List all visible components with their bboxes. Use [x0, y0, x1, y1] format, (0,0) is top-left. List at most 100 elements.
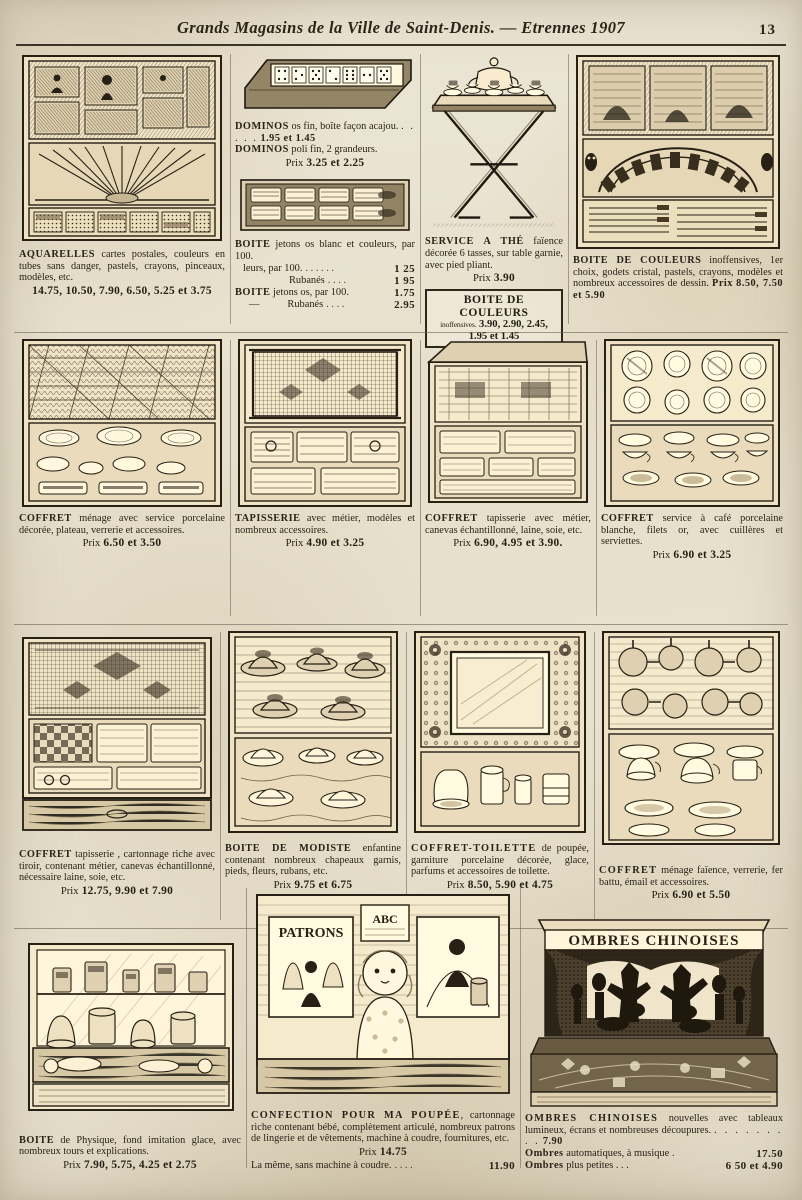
jetons-head-2: BOITE — [235, 286, 271, 298]
ombres-line2-text: automatiques, à musique . — [563, 1148, 675, 1159]
boite-physique-prices: 7.90, 5.75, 4.25 et 2.75 — [83, 1159, 197, 1171]
framed-heading: BOITE DE COULEURS — [459, 293, 529, 320]
product-coffret-cafe[interactable]: COFFRET service à café porcelaine blanch… — [596, 336, 788, 620]
header-title: Grands Magasins de la Ville de Saint-Den… — [176, 18, 626, 37]
service-the-price-label: Prix — [473, 273, 491, 285]
boite-modiste-heading: BOITE DE MODISTE — [225, 843, 352, 854]
product-aquarelles[interactable]: AQUARELLES cartes postales, couleurs en … — [14, 50, 230, 328]
row-divider — [14, 332, 788, 333]
dominos-caption: DOMINOS os fin, boîte façon acajou. . . … — [235, 121, 416, 169]
product-service-the[interactable]: SERVICE A THÉ faïence décorée 6 tasses, … — [420, 50, 568, 349]
product-coffret-menage[interactable]: COFFRET ménage avec service porcelaine d… — [14, 336, 230, 620]
dominos-body-1: os fin, boîte façon acajou. — [288, 121, 399, 132]
page-number: 13 — [759, 22, 776, 38]
ombres-line3-price: 6 50 et 4.90 — [725, 1160, 783, 1172]
coffret-menage-caption: COFFRET ménage avec service porcelaine d… — [19, 513, 225, 550]
service-the-illustration — [425, 50, 563, 233]
jetons-row: — Rubanés . . . . 2.95 — [235, 299, 415, 311]
product-row-1: AQUARELLES cartes postales, couleurs en … — [14, 50, 788, 349]
aquarelles-prices: 14.75, 10.50, 7.90, 6.50, 5.25 et 3.75 — [32, 284, 212, 297]
coffret-menage-prices: 6.50 et 3.50 — [103, 537, 162, 550]
product-row-3: COFFRET tapisserie , cartonnage riche av… — [14, 628, 788, 924]
product-boite-modiste[interactable]: BOITE DE MODISTE enfantine contenant nom… — [220, 628, 406, 924]
jetons-price-3: 2.95 — [394, 298, 415, 311]
coffret-cafe-illustration — [601, 336, 783, 510]
boite-couleurs-illustration — [573, 50, 783, 252]
product-row-2: COFFRET ménage avec service porcelaine d… — [14, 336, 788, 620]
ombres-chinoises-price-main: 7.90 — [542, 1136, 563, 1148]
service-the-price: 3.90 — [493, 272, 515, 285]
abc-sign-text: ABC — [372, 912, 397, 926]
row-divider — [14, 624, 788, 625]
ombres-line2-label: Ombres — [525, 1148, 564, 1159]
coffret-tapisserie-prices: 6.90, 4.95 et 3.90. — [474, 537, 563, 550]
jetons-head-3: — — [249, 298, 260, 310]
product-boite-physique[interactable]: BOITE de Physique, fond imitation glace,… — [14, 884, 246, 1172]
coffret-menage-heading: COFFRET — [19, 513, 72, 524]
aquarelles-heading: AQUARELLES — [19, 249, 95, 260]
product-coffret-toilette[interactable]: COFFRET-TOILETTE de poupée, garniture po… — [406, 628, 594, 924]
ombres-chinoises-caption: OMBRES CHINOISES nouvelles avec tableaux… — [525, 1113, 783, 1172]
jetons-text-2: jetons os, par 100. — [270, 286, 349, 298]
coffret-tapisserie-heading: COFFRET — [425, 513, 478, 524]
jetons-price-1: 1 95 — [394, 274, 415, 287]
jetons-head-0: BOITE — [235, 238, 271, 250]
confection-poupee-alt-label: La même, sans machine à coudre. — [251, 1160, 392, 1171]
boite-modiste-illustration — [225, 628, 401, 840]
service-the-caption: SERVICE A THÉ faïence décorée 6 tasses, … — [425, 236, 563, 285]
ombres-petites-row: Ombres plus petites . . . 6 50 et 4.90 — [525, 1160, 783, 1172]
ombres-chinoises-illustration: OMBRES CHINOISES — [525, 906, 783, 1110]
confection-poupee-caption: CONFECTION POUR MA POUPÉE, cartonnage ri… — [251, 1110, 515, 1172]
product-tapisserie[interactable]: TAPISSERIE avec métier, modèles et nombr… — [230, 336, 420, 620]
dominos-price-1: 1.95 et 1.45 — [260, 132, 316, 144]
jetons-price-0: 1 25 — [394, 262, 415, 275]
product-coffret-menage-faience[interactable]: COFFRET ménage faïence, verrerie, fer ba… — [594, 628, 788, 924]
patrons-sign-text: PATRONS — [279, 926, 344, 941]
coffret-tapisserie-caption: COFFRET tapisserie avec métier, canevas … — [425, 513, 591, 550]
ombres-line3-text: plus petites . . . — [563, 1160, 629, 1171]
dominos-price-2: 3.25 et 2.25 — [306, 156, 365, 169]
jetons-text-1: Rubanés — [289, 274, 325, 286]
tapisserie-caption: TAPISSERIE avec métier, modèles et nombr… — [235, 513, 415, 550]
boite-couleurs-caption: BOITE DE COULEURS inoffensives, 1er choi… — [573, 255, 783, 301]
dominos-illustration — [235, 50, 415, 118]
product-ombres-chinoises[interactable]: OMBRES CHINOISES — [520, 884, 788, 1172]
product-confection-poupee[interactable]: PATRONS ABC — [246, 884, 520, 1172]
product-boite-couleurs[interactable]: BOITE DE COULEURS inoffensives, 1er choi… — [568, 50, 788, 328]
jetons-price-2: 1.75 — [394, 286, 415, 299]
coffret-tapisserie-tiroir-illustration — [19, 628, 215, 846]
ombres-line2-price: 17.50 — [756, 1148, 783, 1160]
ombres-banner-text: OMBRES CHINOISES — [568, 933, 739, 949]
product-dominos-jetons[interactable]: DOMINOS os fin, boîte façon acajou. . . … — [230, 50, 420, 328]
coffret-tapisserie-illustration — [425, 336, 591, 510]
aquarelles-illustration — [19, 50, 225, 246]
boite-couleurs-heading: BOITE DE COULEURS — [573, 255, 702, 266]
product-coffret-tapisserie-tiroir[interactable]: COFFRET tapisserie , cartonnage riche av… — [14, 628, 220, 924]
confection-poupee-price: 14.75 — [379, 1146, 407, 1158]
confection-poupee-heading: CONFECTION POUR MA POUPÉE — [251, 1110, 461, 1122]
ombres-line3-label: Ombres — [525, 1160, 564, 1171]
coffret-cafe-price-label: Prix — [652, 549, 671, 561]
jetons-row: BOITE jetons os, par 100. 1.75 — [235, 287, 415, 299]
framed-subnote: inoffensives. — [440, 320, 477, 330]
product-row-4: BOITE de Physique, fond imitation glace,… — [14, 884, 788, 1172]
coffret-tapisserie-price-label: Prix — [453, 538, 471, 550]
coffret-tapisserie-tiroir-heading: COFFRET — [19, 849, 72, 860]
boite-couleurs-price-label: Prix — [712, 278, 733, 290]
aquarelles-caption: AQUARELLES cartes postales, couleurs en … — [19, 249, 225, 298]
confection-poupee-alt-row: La même, sans machine à coudre. . . . . … — [251, 1160, 515, 1172]
header-rule — [16, 44, 786, 46]
boite-physique-price-label: Prix — [63, 1160, 81, 1171]
jetons-row: leurs, par 100. . . . . . . 1 25 — [243, 262, 415, 275]
coffret-cafe-heading: COFFRET — [601, 513, 654, 524]
dominos-heading-2: DOMINOS — [235, 144, 289, 156]
tapisserie-prices: 4.90 et 3.25 — [306, 537, 365, 550]
confection-poupee-price-label: Prix — [359, 1147, 377, 1158]
product-coffret-tapisserie[interactable]: COFFRET tapisserie avec métier, canevas … — [420, 336, 596, 620]
boite-physique-heading: BOITE — [19, 1134, 55, 1146]
coffret-toilette-heading: COFFRET-TOILETTE — [411, 843, 537, 854]
coffret-menage-price-label: Prix — [82, 538, 101, 550]
ombres-chinoises-heading: OMBRES CHINOISES — [525, 1113, 659, 1125]
tapisserie-illustration — [235, 336, 415, 510]
